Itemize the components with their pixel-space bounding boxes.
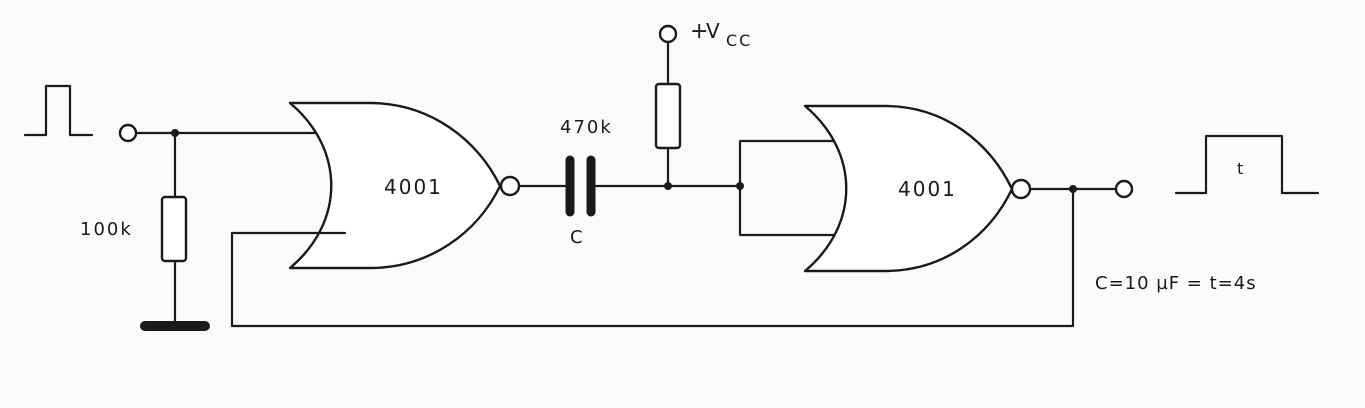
nor-gate-2 xyxy=(803,104,1014,273)
output-terminal xyxy=(1114,179,1134,199)
vcc-label: V xyxy=(706,19,722,43)
gate2-tied-inputs xyxy=(738,139,862,237)
output-pulse-label: t xyxy=(1237,159,1245,178)
input-terminal xyxy=(118,123,138,143)
output-junction-dot xyxy=(1069,185,1077,193)
resistor-100k xyxy=(160,195,188,263)
gate2-label: 4001 xyxy=(898,177,957,201)
vcc-subscript: CC xyxy=(726,31,752,50)
resistor-pullup-label: 470k xyxy=(560,117,613,138)
vcc-prefix: + xyxy=(690,19,710,44)
nor-gate-1-bubble xyxy=(499,175,521,197)
gate1-label: 4001 xyxy=(384,175,443,199)
resistor-470k xyxy=(654,82,682,150)
nor-gate-2-bubble xyxy=(1010,178,1032,200)
output-pulse-waveform xyxy=(1174,134,1320,195)
input-pulse-waveform xyxy=(23,84,94,137)
timing-note: C=10 µF = t=4s xyxy=(1095,273,1257,294)
resistor-input-label: 100k xyxy=(80,219,133,240)
nor-gate-1 xyxy=(288,101,502,270)
capacitor-label: C xyxy=(570,227,585,248)
vcc-terminal xyxy=(658,24,678,44)
feedback-wire xyxy=(230,186,1075,328)
